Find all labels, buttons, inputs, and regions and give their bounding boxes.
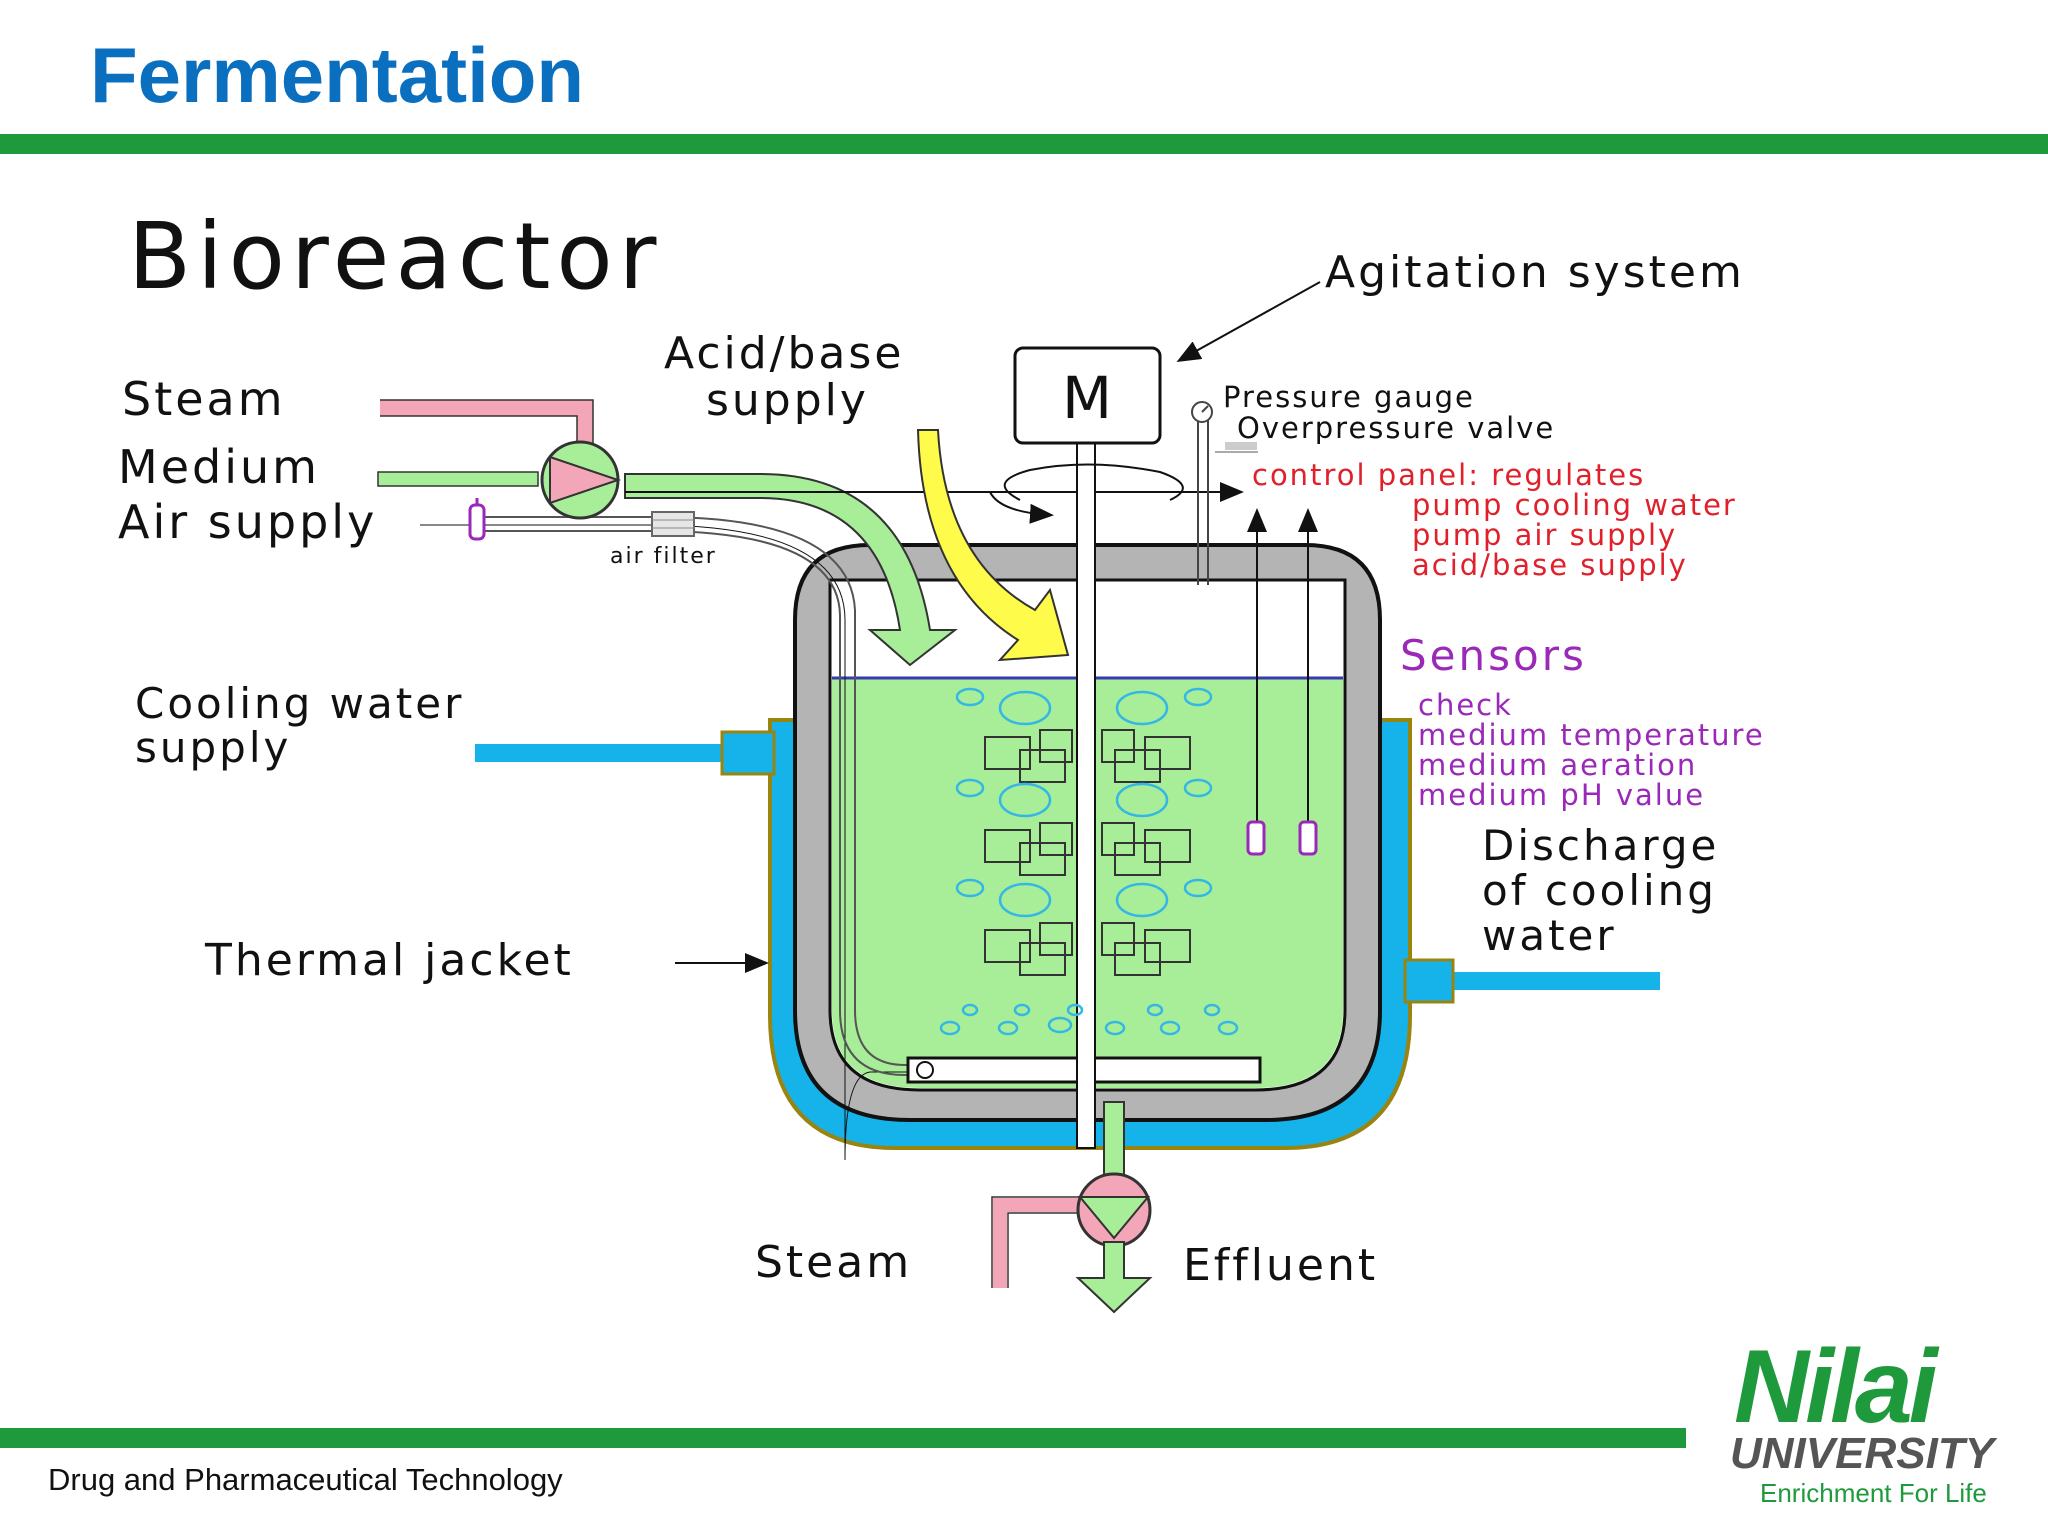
sensors-line3: medium aeration <box>1418 748 1697 782</box>
medium-inlet-pipe <box>377 471 539 487</box>
footer-divider <box>0 1428 1686 1448</box>
sensors-line4: medium pH value <box>1418 778 1705 812</box>
control-panel-line3: pump air supply <box>1412 518 1677 552</box>
air-pipe <box>420 524 910 1161</box>
agitator-shaft <box>1076 442 1096 1149</box>
overpressure-valve-label: Overpressure valve <box>1237 411 1555 445</box>
slide-title: Fermentation <box>90 31 585 119</box>
logo-name: Nilai <box>1734 1330 1940 1445</box>
discharge-label-line3: water <box>1482 911 1617 960</box>
cooling-inlet-pipe <box>475 744 775 762</box>
steam-outlet-label: Steam <box>755 1237 912 1288</box>
logo-university: UNIVERSITY <box>1730 1429 1998 1478</box>
control-panel-line1: control panel: regulates <box>1252 458 1645 492</box>
discharge-label-line2: of cooling <box>1482 866 1717 915</box>
bioreactor-diagram: Bioreactor M <box>118 203 1765 1314</box>
sensors-line2: medium temperature <box>1418 718 1765 752</box>
acid-base-label-line1: Acid/base <box>664 328 904 379</box>
acid-base-arrow <box>916 429 1070 662</box>
air-filter <box>651 511 695 537</box>
sensors-title: Sensors <box>1400 631 1587 680</box>
medium-pump <box>540 440 622 520</box>
medium-label: Medium <box>118 440 320 494</box>
cooling-supply-label-line1: Cooling water <box>135 679 464 728</box>
air-supply-label: Air supply <box>118 495 377 549</box>
steam-inlet-label: Steam <box>122 372 286 426</box>
control-panel-line4: acid/base supply <box>1412 548 1688 582</box>
air-filter-label: air filter <box>610 544 717 569</box>
control-panel-line2: pump cooling water <box>1412 488 1737 522</box>
effluent-pump <box>1076 1172 1152 1248</box>
footer-text: Drug and Pharmaceutical Technology <box>48 1462 563 1497</box>
thermal-jacket-label: Thermal jacket <box>204 935 574 986</box>
header-divider <box>0 134 2048 154</box>
cooling-supply-label-line2: supply <box>135 723 291 772</box>
outlet-pipe <box>1103 1101 1125 1181</box>
nilai-university-logo: Nilai UNIVERSITY Enrichment For Life <box>1730 1330 1998 1508</box>
agitation-system-label: Agitation system <box>1325 247 1745 298</box>
discharge-label-line1: Discharge <box>1482 821 1719 870</box>
motor-label: M <box>1062 364 1112 432</box>
pressure-gauge <box>1191 401 1258 585</box>
motor <box>1013 346 1162 445</box>
impellers <box>984 729 1191 976</box>
effluent-arrow <box>1075 1241 1153 1314</box>
acid-base-label-line2: supply <box>706 375 869 426</box>
air-bubbles <box>939 687 1239 1036</box>
effluent-label: Effluent <box>1183 1240 1378 1291</box>
logo-tagline: Enrichment For Life <box>1760 1478 1987 1508</box>
diagram-title: Bioreactor <box>128 203 663 310</box>
cooling-outlet-pipe <box>1405 972 1660 990</box>
pressure-gauge-label: Pressure gauge <box>1223 380 1475 414</box>
steam-outlet-pipe <box>993 1198 1090 1288</box>
air-valve <box>468 503 486 541</box>
sensors-line1: check <box>1418 688 1513 722</box>
sensor-probes <box>1246 508 1318 856</box>
medium-feed-arrow <box>624 473 958 667</box>
